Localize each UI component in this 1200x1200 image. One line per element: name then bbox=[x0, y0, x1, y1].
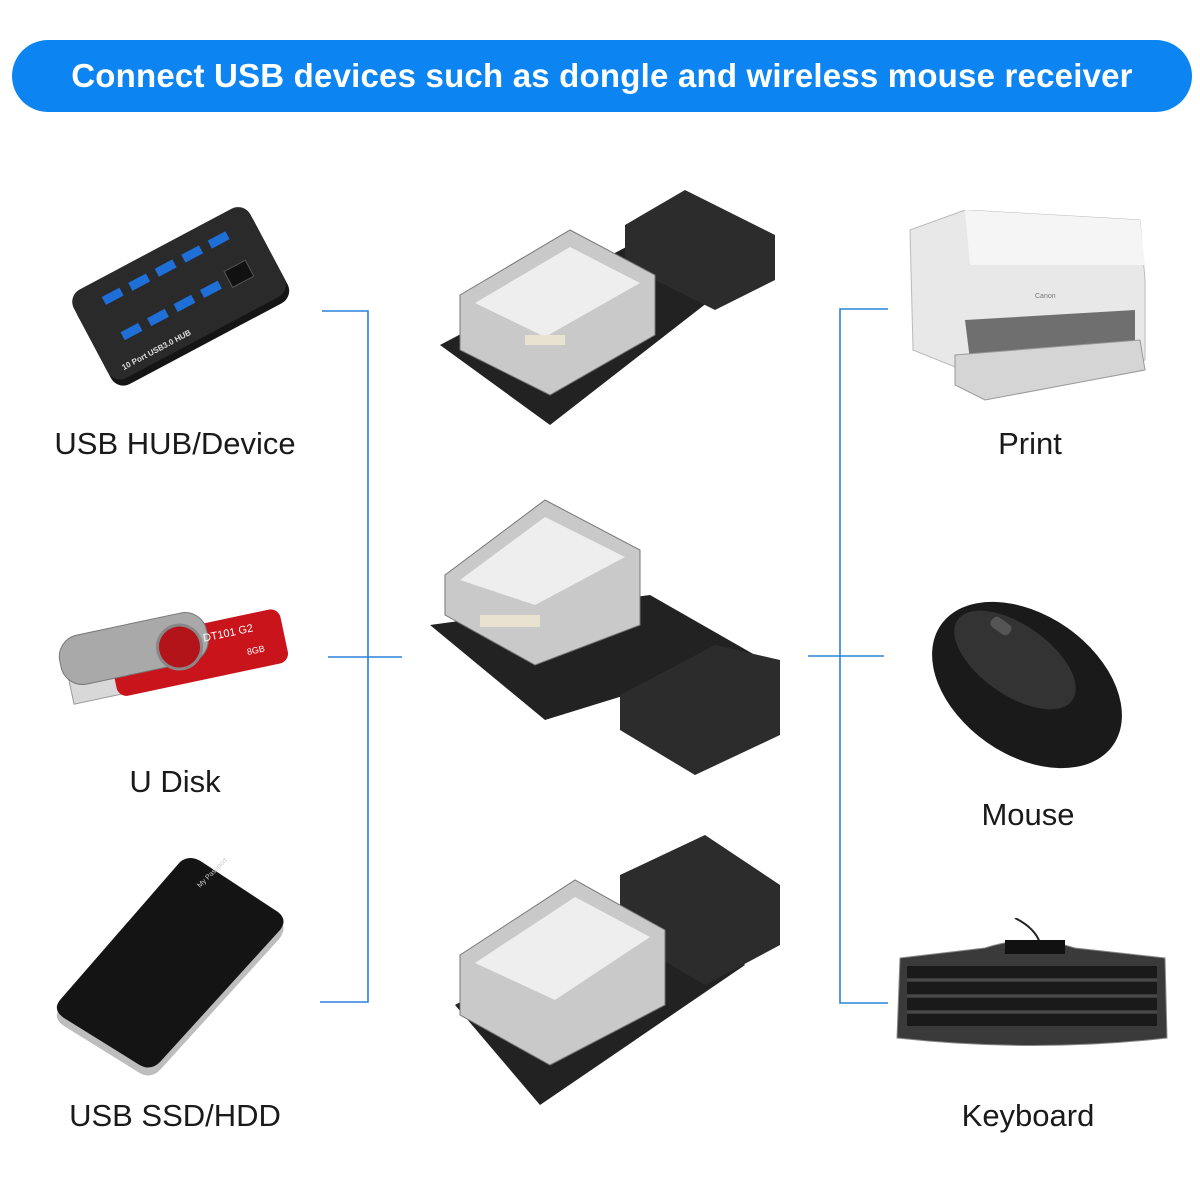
title-banner: Connect USB devices such as dongle and w… bbox=[12, 40, 1192, 112]
label-u-disk: U Disk bbox=[129, 764, 221, 799]
printer-icon: Canon bbox=[909, 210, 1146, 401]
usb-header-adapter-middle bbox=[430, 499, 780, 775]
usb-header-adapter-top bbox=[440, 190, 775, 425]
usb-header-adapter-bottom bbox=[455, 835, 780, 1105]
external-hard-drive-icon: My Passport Studio bbox=[56, 858, 284, 1076]
label-usb-ssd-hdd: USB SSD/HDD bbox=[69, 1098, 281, 1133]
label-keyboard: Keyboard bbox=[961, 1098, 1095, 1133]
label-usb-hub: USB HUB/Device bbox=[54, 426, 296, 461]
usb-flash-drive-icon: DT101 G2 8GB bbox=[58, 609, 289, 705]
usb-hub-icon: 10 Port USB3.0 HUB bbox=[72, 207, 290, 386]
keyboard-icon bbox=[896, 918, 1168, 1046]
mouse-icon bbox=[932, 601, 1122, 769]
svg-text:Canon: Canon bbox=[1035, 293, 1056, 300]
svg-text:8GB: 8GB bbox=[246, 643, 266, 657]
label-mouse: Mouse bbox=[981, 797, 1075, 832]
label-print: Print bbox=[998, 426, 1062, 461]
